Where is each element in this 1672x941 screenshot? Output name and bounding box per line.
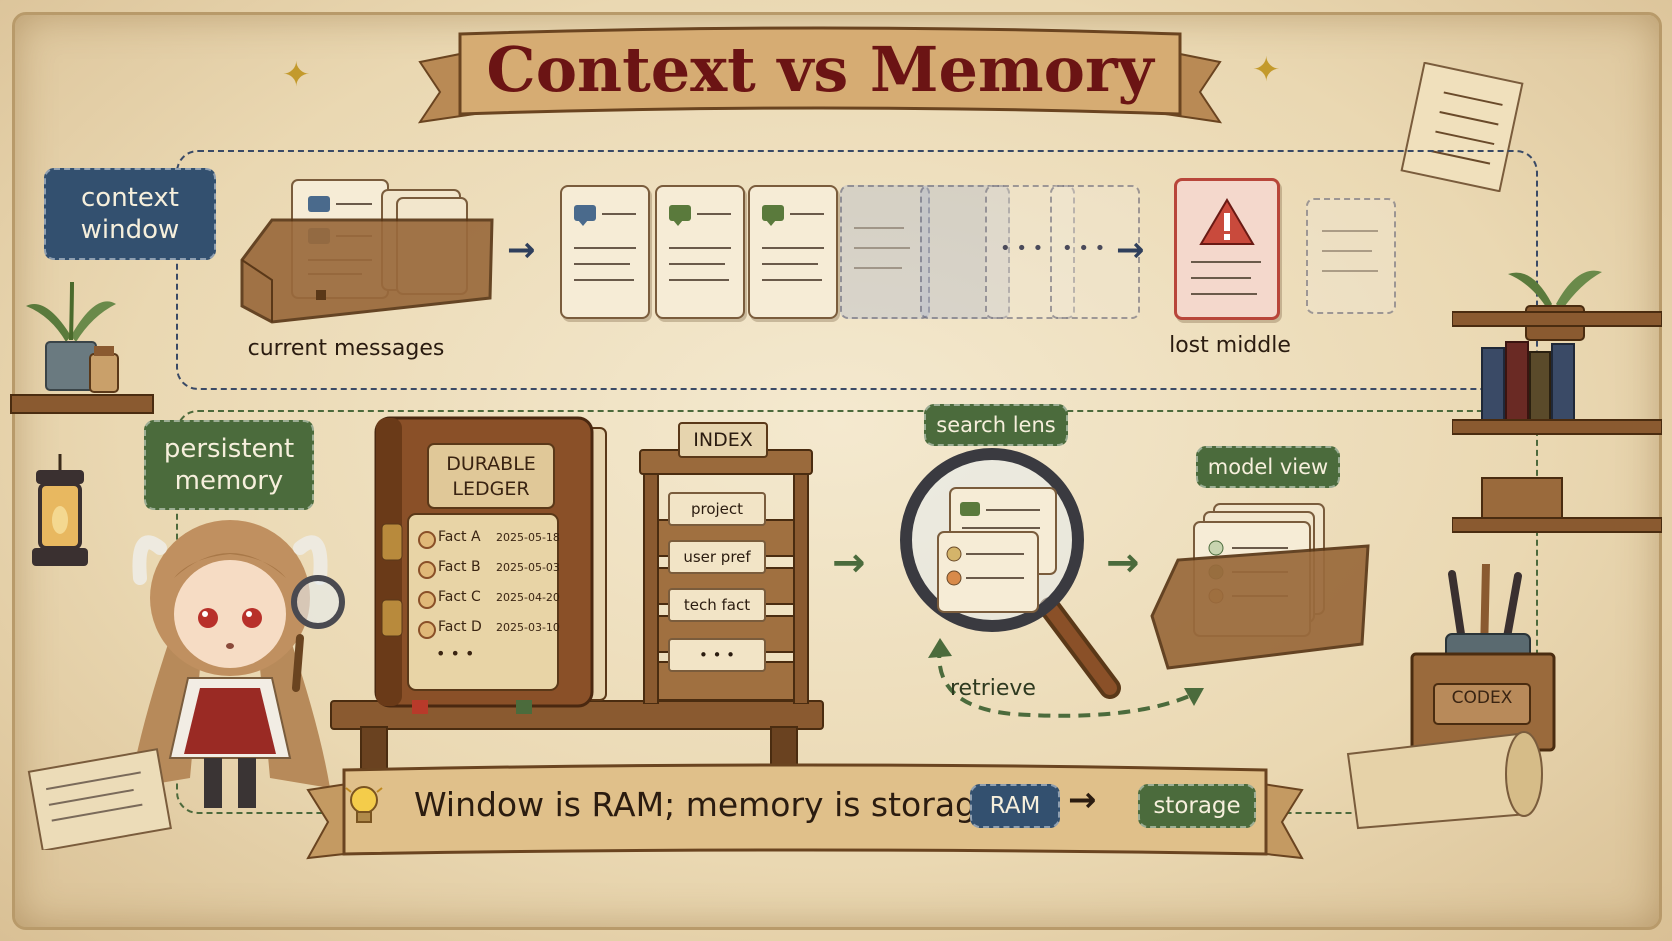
fact-bullet: [418, 591, 436, 609]
ellipsis: • • •: [1062, 238, 1106, 259]
fact-name: Fact A: [438, 529, 481, 545]
lost-middle-card: [1174, 178, 1280, 320]
warning-icon: [1199, 198, 1255, 245]
context-window-panel: [176, 150, 1538, 390]
model-view-tray: [1150, 503, 1370, 670]
potted-plant-icon: [26, 281, 116, 391]
magnifying-glass-icon: [900, 448, 1121, 699]
fact-date: 2025-05-18: [496, 531, 560, 544]
jar-icon: [89, 346, 119, 393]
index-slot: user pref: [668, 540, 766, 574]
model-view-tag: model view: [1196, 446, 1340, 488]
chat-bubble-icon: [574, 205, 596, 226]
rolled-scroll-icon: [1346, 731, 1543, 830]
ledger-title-line: LEDGER: [452, 478, 530, 500]
ram-tag: RAM: [970, 784, 1060, 828]
parchment-frame: [12, 12, 1662, 930]
fact-name: Fact C: [438, 589, 481, 605]
tag-line: persistent: [163, 434, 295, 464]
index-slot: project: [668, 492, 766, 526]
fact-bullet: [418, 621, 436, 639]
persistent-memory-tag: persistent memory: [144, 420, 314, 510]
lantern-icon: [32, 454, 88, 566]
message-card: [560, 185, 650, 319]
arrow-right-icon: →: [1106, 540, 1140, 586]
lost-middle-label: lost middle: [1169, 333, 1291, 358]
storage-tag: storage: [1138, 784, 1256, 828]
retrieve-arrow: [928, 638, 1204, 718]
durable-ledger-book: [374, 416, 607, 714]
crate-label: CODEX: [1451, 688, 1513, 708]
page-title: Context vs Memory: [486, 33, 1154, 106]
index-slot: • • •: [668, 638, 766, 672]
checklist-note-icon: [1400, 62, 1524, 192]
sparkle-icon: ✦: [282, 55, 311, 95]
chat-bubble-icon: [669, 205, 691, 226]
arrow-right-icon: →: [507, 230, 536, 270]
ellipsis: • • •: [1000, 238, 1044, 259]
paper-sheet-icon: [27, 748, 172, 850]
tag-line: window: [80, 215, 180, 245]
wooden-shelf: [10, 394, 154, 414]
current-messages-label: current messages: [247, 336, 445, 361]
context-window-tag: context window: [44, 168, 216, 260]
index-title: INDEX: [678, 422, 768, 458]
message-card: [655, 185, 745, 319]
ledger-title-line: DURABLE: [446, 453, 536, 475]
pen-crate: [1410, 564, 1556, 752]
fact-date: 2025-04-20: [496, 591, 560, 604]
fact-date: 2025-05-03: [496, 561, 560, 574]
faded-message-card: [985, 185, 1075, 319]
fact-bullet: [418, 561, 436, 579]
faded-message-card: [1050, 185, 1140, 319]
message-card: [748, 185, 838, 319]
title-banner: [417, 26, 1223, 124]
lightbulb-icon: [345, 786, 383, 823]
chibi-character-illustration: [130, 520, 345, 808]
arrow-right-icon: →: [1116, 230, 1145, 270]
faded-message-card: [840, 185, 930, 319]
fact-date: 2025-03-10: [496, 621, 560, 634]
bookshelf: [1452, 270, 1662, 533]
index-slot: tech fact: [668, 588, 766, 622]
retrieve-label: retrieve: [950, 676, 1036, 701]
tag-line: context: [81, 183, 179, 213]
arrow-right-icon: →: [1068, 780, 1097, 820]
chat-bubble-icon: [762, 205, 784, 226]
fact-name: Fact D: [438, 619, 482, 635]
tag-line: memory: [174, 466, 284, 496]
sparkle-icon: ✦: [1252, 50, 1281, 90]
fact-bullet: [418, 531, 436, 549]
arrow-right-icon: →: [832, 540, 866, 586]
shelf-leg: [360, 726, 388, 770]
shelf-leg: [770, 726, 798, 770]
fact-name: Fact B: [438, 559, 481, 575]
ledger-title: DURABLE LEDGER: [428, 452, 554, 502]
footer-statement: Window is RAM; memory is storage: [414, 785, 997, 824]
search-lens-tag: search lens: [924, 404, 1068, 446]
ledger-more: • • •: [436, 644, 475, 663]
faded-message-card: [1306, 198, 1396, 314]
faded-message-card: [920, 185, 1010, 319]
message-tray: [240, 179, 494, 324]
